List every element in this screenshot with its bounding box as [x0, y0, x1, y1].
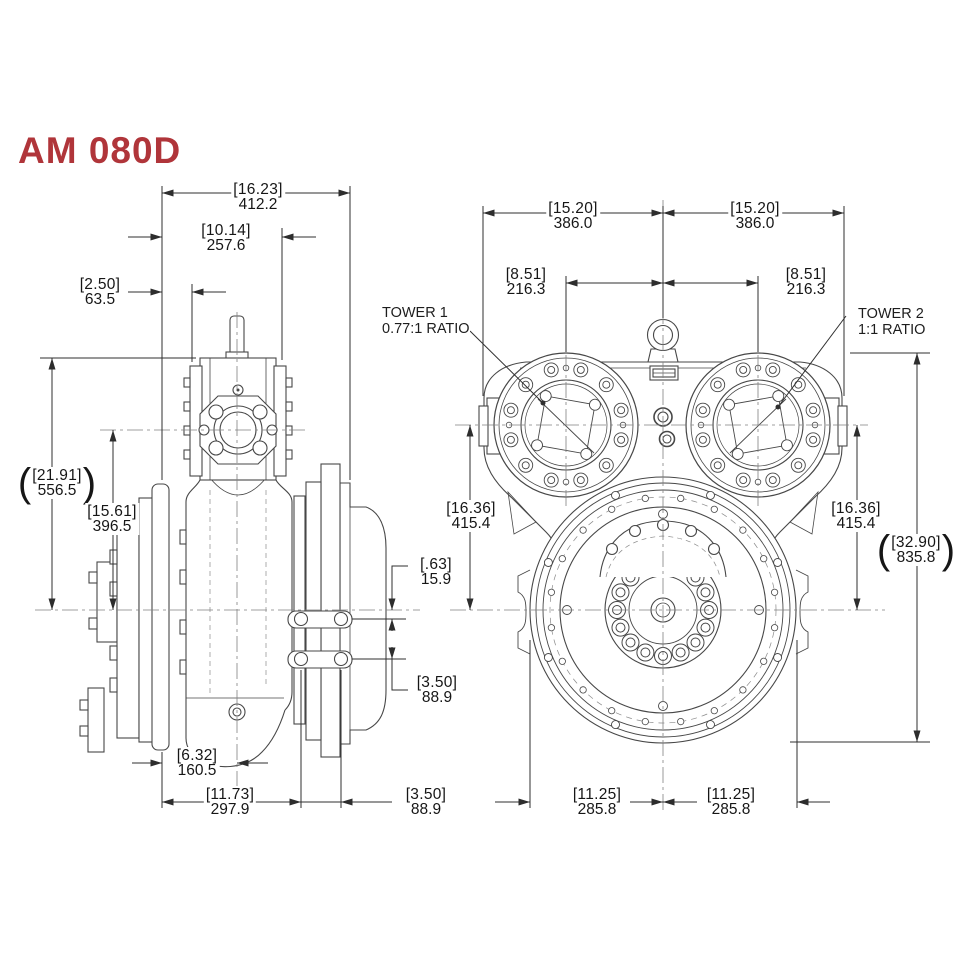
lifting-eye — [646, 318, 680, 363]
center-boss — [599, 518, 727, 578]
dim-side-face-to-lug: [11.73] 297.9 — [203, 786, 257, 818]
nameplate — [649, 365, 679, 381]
dim-side-lug-spacing: [3.50] 88.9 — [414, 674, 460, 706]
dim-side-center-height: [15.61] 396.5 — [85, 503, 139, 535]
tower2-callout: TOWER 2 1:1 RATIO — [858, 306, 926, 338]
dim-side-overall-width: [16.23] 412.2 — [231, 181, 285, 213]
dim-side-overall-height: ( [21.91] 556.5 ) — [14, 463, 100, 503]
dim-front-tower1-offset: [8.51] 216.3 — [503, 266, 549, 298]
dim-front-left-width: [15.20] 386.0 — [546, 200, 600, 232]
tower1-leader — [469, 330, 544, 404]
dim-front-overall-height: ( [32.90] 835.8 ) — [873, 530, 959, 570]
tower2-leader — [777, 315, 847, 408]
dim-front-tower2-height: [16.36] 415.4 — [829, 500, 883, 532]
dim-front-right-width: [15.20] 386.0 — [728, 200, 782, 232]
page-title: AM 080D — [18, 130, 182, 171]
tower1-callout: TOWER 1 0.77:1 RATIO — [382, 305, 470, 337]
dim-front-tower1-height: [16.36] 415.4 — [444, 500, 498, 532]
output-lugs — [287, 610, 353, 669]
dim-side-lug-hole-spacing: [3.50] 88.9 — [403, 786, 449, 818]
dim-side-face-to-center: [6.32] 160.5 — [174, 747, 220, 779]
dim-side-lug-offset: [.63] 15.9 — [418, 556, 454, 588]
dim-front-foot-left: [11.25] 285.8 — [570, 786, 624, 818]
dim-front-foot-right: [11.25] 285.8 — [704, 786, 758, 818]
side-view — [79, 315, 387, 768]
dim-side-tower-width: [10.14] 257.6 — [199, 222, 253, 254]
dim-front-tower2-offset: [8.51] 216.3 — [783, 266, 829, 298]
dim-side-top-offset: [2.50] 63.5 — [77, 276, 123, 308]
